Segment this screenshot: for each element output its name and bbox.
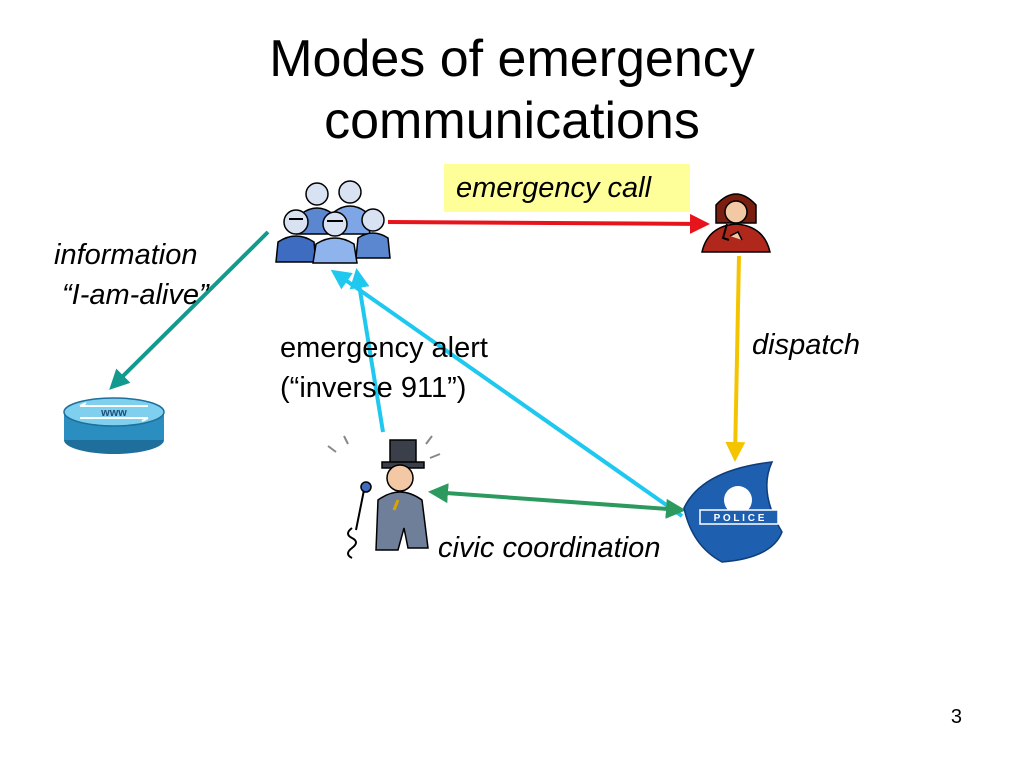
information-label: information <box>54 239 198 271</box>
inverse-911-label: (“inverse 911”) <box>280 372 467 404</box>
information-arrow <box>109 230 270 390</box>
i-am-alive-label: “I-am-alive” <box>62 279 209 311</box>
dispatch-label: dispatch <box>752 329 861 361</box>
slide-title: Modes of emergency communications <box>0 28 1024 152</box>
emergency-call-highlight <box>444 164 690 212</box>
www-router-icon: www <box>63 397 165 454</box>
title-line-1: Modes of emergency <box>269 30 755 88</box>
emergency-call-arrow <box>387 213 710 234</box>
dispatch-arrow <box>725 255 746 462</box>
router-label: www <box>100 407 127 419</box>
alert-arrow-to-people <box>330 269 684 518</box>
emergency-alert-label: emergency alert <box>280 332 488 364</box>
civic-coordination-label: civic coordination <box>438 532 661 564</box>
police-badge-icon: P O L I C E <box>683 461 783 563</box>
people-group-icon <box>275 180 391 264</box>
title-line-2: communications <box>324 92 700 150</box>
emergency-call-label: emergency call <box>456 172 652 204</box>
civic-coordination-arrow <box>428 483 686 519</box>
page-number: 3 <box>950 706 962 728</box>
alert-arrow-from-speaker <box>349 268 385 433</box>
speaker-with-microphone-icon <box>327 435 441 559</box>
police-label: P O L I C E <box>714 513 765 524</box>
operator-icon <box>701 193 771 253</box>
